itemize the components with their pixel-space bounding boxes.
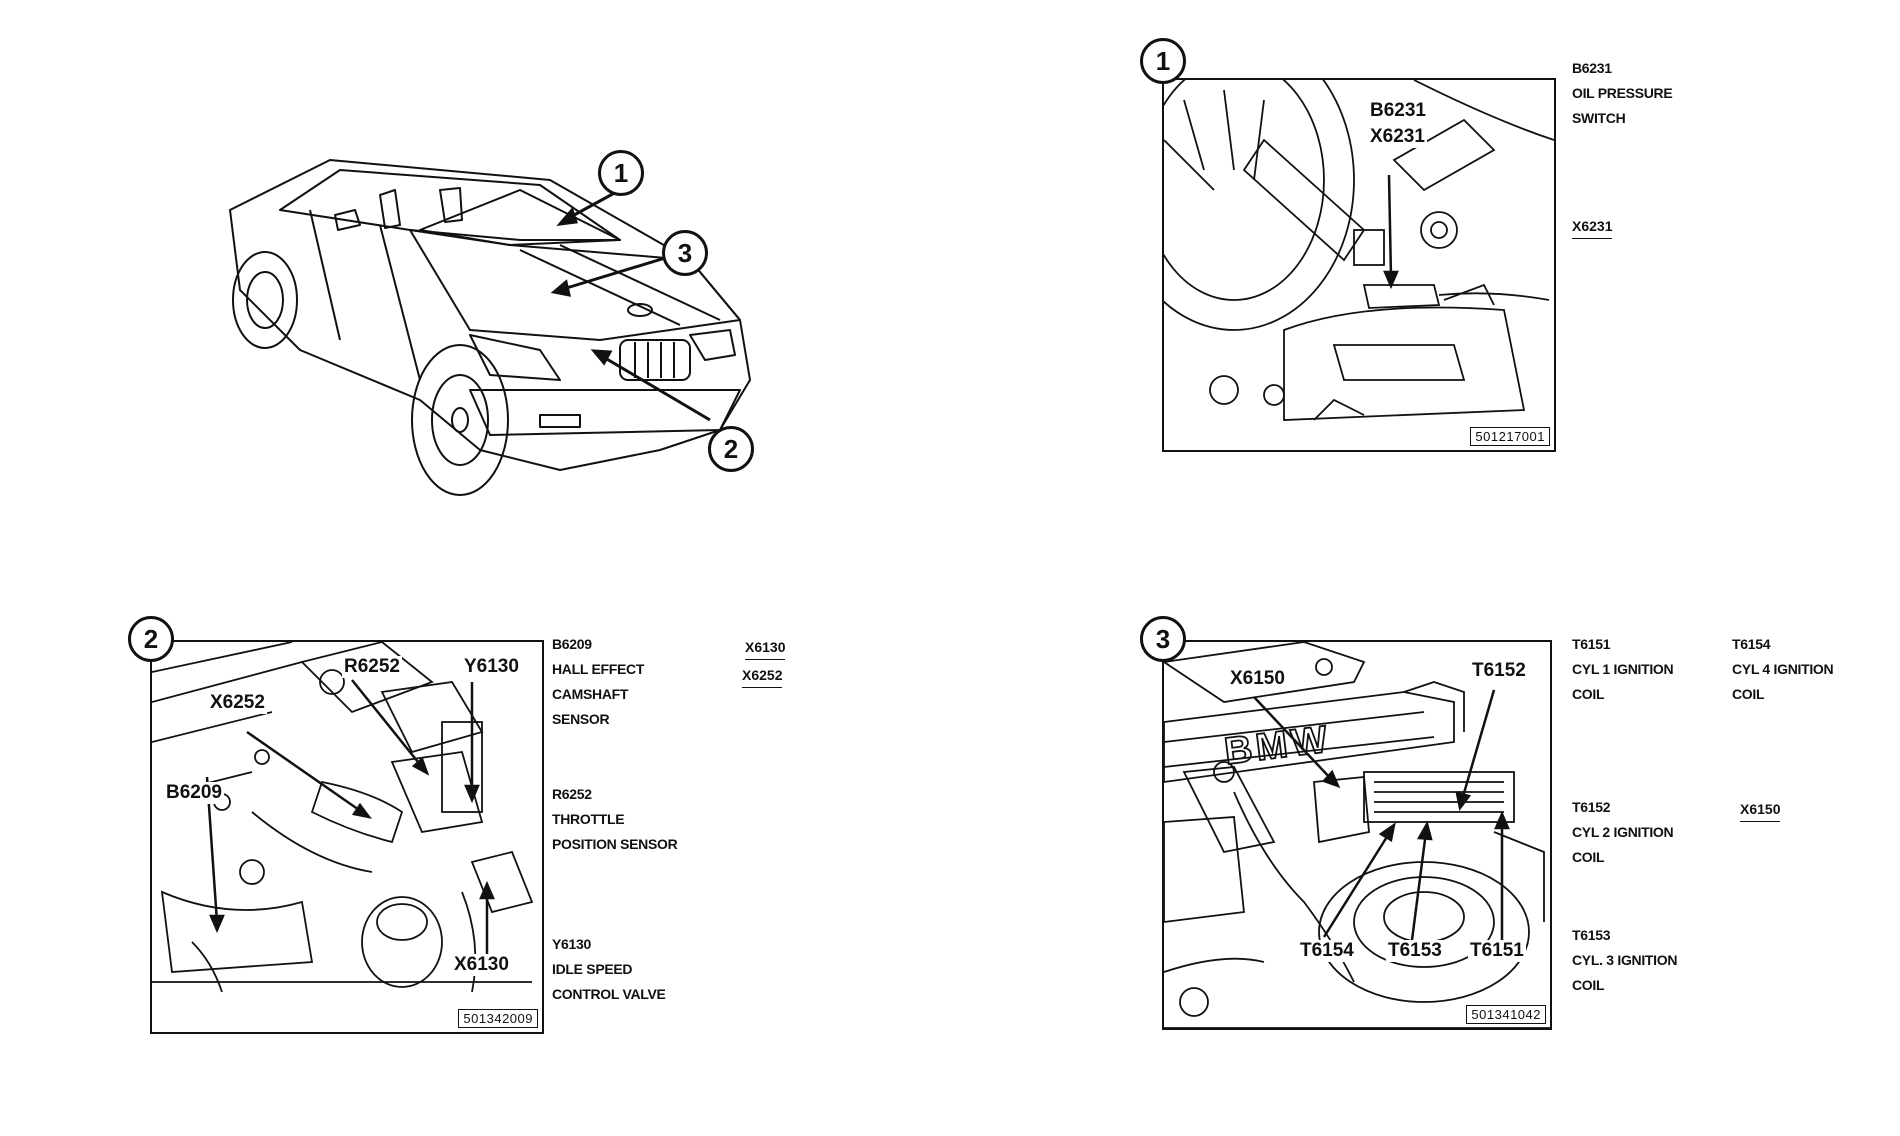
legend-desc-line: CYL 1 IGNITION xyxy=(1572,661,1674,677)
panel-3-legend-t6152: T6152 CYL 2 IGNITION COIL xyxy=(1572,795,1674,870)
car-overview: 1 3 2 xyxy=(220,150,920,530)
connector-x6150: X6150 xyxy=(1740,798,1781,822)
legend-desc-line: COIL xyxy=(1732,686,1765,702)
panel-3-drawing: BMW xyxy=(1164,642,1550,1028)
connector-x6231: X6231 xyxy=(1572,215,1613,239)
panel-3-drawing-frame: BMW X6150 T6152 T6154 T6153 T6151 501341… xyxy=(1162,640,1552,1030)
legend-code-b6231: B6231 xyxy=(1572,60,1612,76)
legend-desc-line: CYL. 3 IGNITION xyxy=(1572,952,1678,968)
panel-2-number[interactable]: 2 xyxy=(128,616,174,662)
callout-3[interactable]: 3 xyxy=(662,230,708,276)
legend-desc-line: OIL PRESSURE xyxy=(1572,85,1673,101)
panel-2-label-x6130: X6130 xyxy=(452,954,511,976)
panel-3-legend-t6151: T6151 CYL 1 IGNITION COIL xyxy=(1572,632,1674,707)
car-drawing xyxy=(229,159,751,496)
panel-2-label-b6209: B6209 xyxy=(164,782,224,804)
legend-desc-line: SWITCH xyxy=(1572,110,1626,126)
legend-code-b6209: B6209 xyxy=(552,636,592,652)
panel-2-drawing-frame: R6252 Y6130 X6252 B6209 X6130 501342009 xyxy=(150,640,544,1034)
panel-2-figure-id: 501342009 xyxy=(458,1009,538,1028)
panel-1-drawing xyxy=(1164,80,1554,421)
legend-desc-line: POSITION SENSOR xyxy=(552,836,678,852)
panel-3-label-t6151: T6151 xyxy=(1468,940,1526,962)
legend-code-r6252: R6252 xyxy=(552,786,592,802)
panel-3-label-t6154: T6154 xyxy=(1298,940,1356,962)
connector-x6130: X6130 xyxy=(745,636,786,660)
panel-2-legend-y6130: Y6130 IDLE SPEED CONTROL VALVE xyxy=(552,932,666,1007)
legend-desc-line: HALL EFFECT xyxy=(552,661,645,677)
legend-desc-line: IDLE SPEED xyxy=(552,961,633,977)
panel-1-legend: B6231 OIL PRESSURE SWITCH xyxy=(1572,56,1673,131)
panel-2-legend-b6209: B6209 HALL EFFECT CAMSHAFT SENSOR xyxy=(552,632,644,732)
panel-3-label-t6152: T6152 xyxy=(1470,660,1528,682)
legend-code-t6154: T6154 xyxy=(1732,636,1771,652)
callout-1[interactable]: 1 xyxy=(598,150,644,196)
panel-3-label-x6150: X6150 xyxy=(1228,668,1287,690)
panel-3-legend-t6154: T6154 CYL 4 IGNITION COIL xyxy=(1732,632,1834,707)
panel-1-drawing-frame: B6231 X6231 501217001 xyxy=(1162,78,1556,452)
panel-1-figure-id: 501217001 xyxy=(1470,427,1550,446)
callout-2[interactable]: 2 xyxy=(708,426,754,472)
legend-desc-line: COIL xyxy=(1572,686,1605,702)
panel-1-label-b6231: B6231 xyxy=(1368,100,1428,122)
legend-desc-line: COIL xyxy=(1572,977,1605,993)
legend-desc-line: SENSOR xyxy=(552,711,610,727)
panel-2-label-r6252: R6252 xyxy=(342,656,402,678)
panel-3-number[interactable]: 3 xyxy=(1140,616,1186,662)
legend-desc-line: THROTTLE xyxy=(552,811,625,827)
legend-desc-line: COIL xyxy=(1572,849,1605,865)
panel-3-figure-id: 501341042 xyxy=(1466,1005,1546,1024)
legend-code-t6153: T6153 xyxy=(1572,927,1611,943)
legend-code-y6130: Y6130 xyxy=(552,936,591,952)
panel-1-label-x6231: X6231 xyxy=(1368,126,1427,148)
connector-x6252: X6252 xyxy=(742,664,783,688)
legend-desc-line: CYL 4 IGNITION xyxy=(1732,661,1834,677)
panel-2-label-y6130: Y6130 xyxy=(462,656,521,678)
legend-desc-line: CAMSHAFT xyxy=(552,686,629,702)
panel-2-label-x6252: X6252 xyxy=(208,692,267,714)
panel-3-label-t6153: T6153 xyxy=(1386,940,1444,962)
legend-desc-line: CYL 2 IGNITION xyxy=(1572,824,1674,840)
panel-3-legend-t6153: T6153 CYL. 3 IGNITION COIL xyxy=(1572,923,1677,998)
legend-desc-line: CONTROL VALVE xyxy=(552,986,666,1002)
panel-2-legend-r6252: R6252 THROTTLE POSITION SENSOR xyxy=(552,782,678,857)
legend-code-t6152: T6152 xyxy=(1572,799,1611,815)
panel-1-number[interactable]: 1 xyxy=(1140,38,1186,84)
legend-code-t6151: T6151 xyxy=(1572,636,1611,652)
